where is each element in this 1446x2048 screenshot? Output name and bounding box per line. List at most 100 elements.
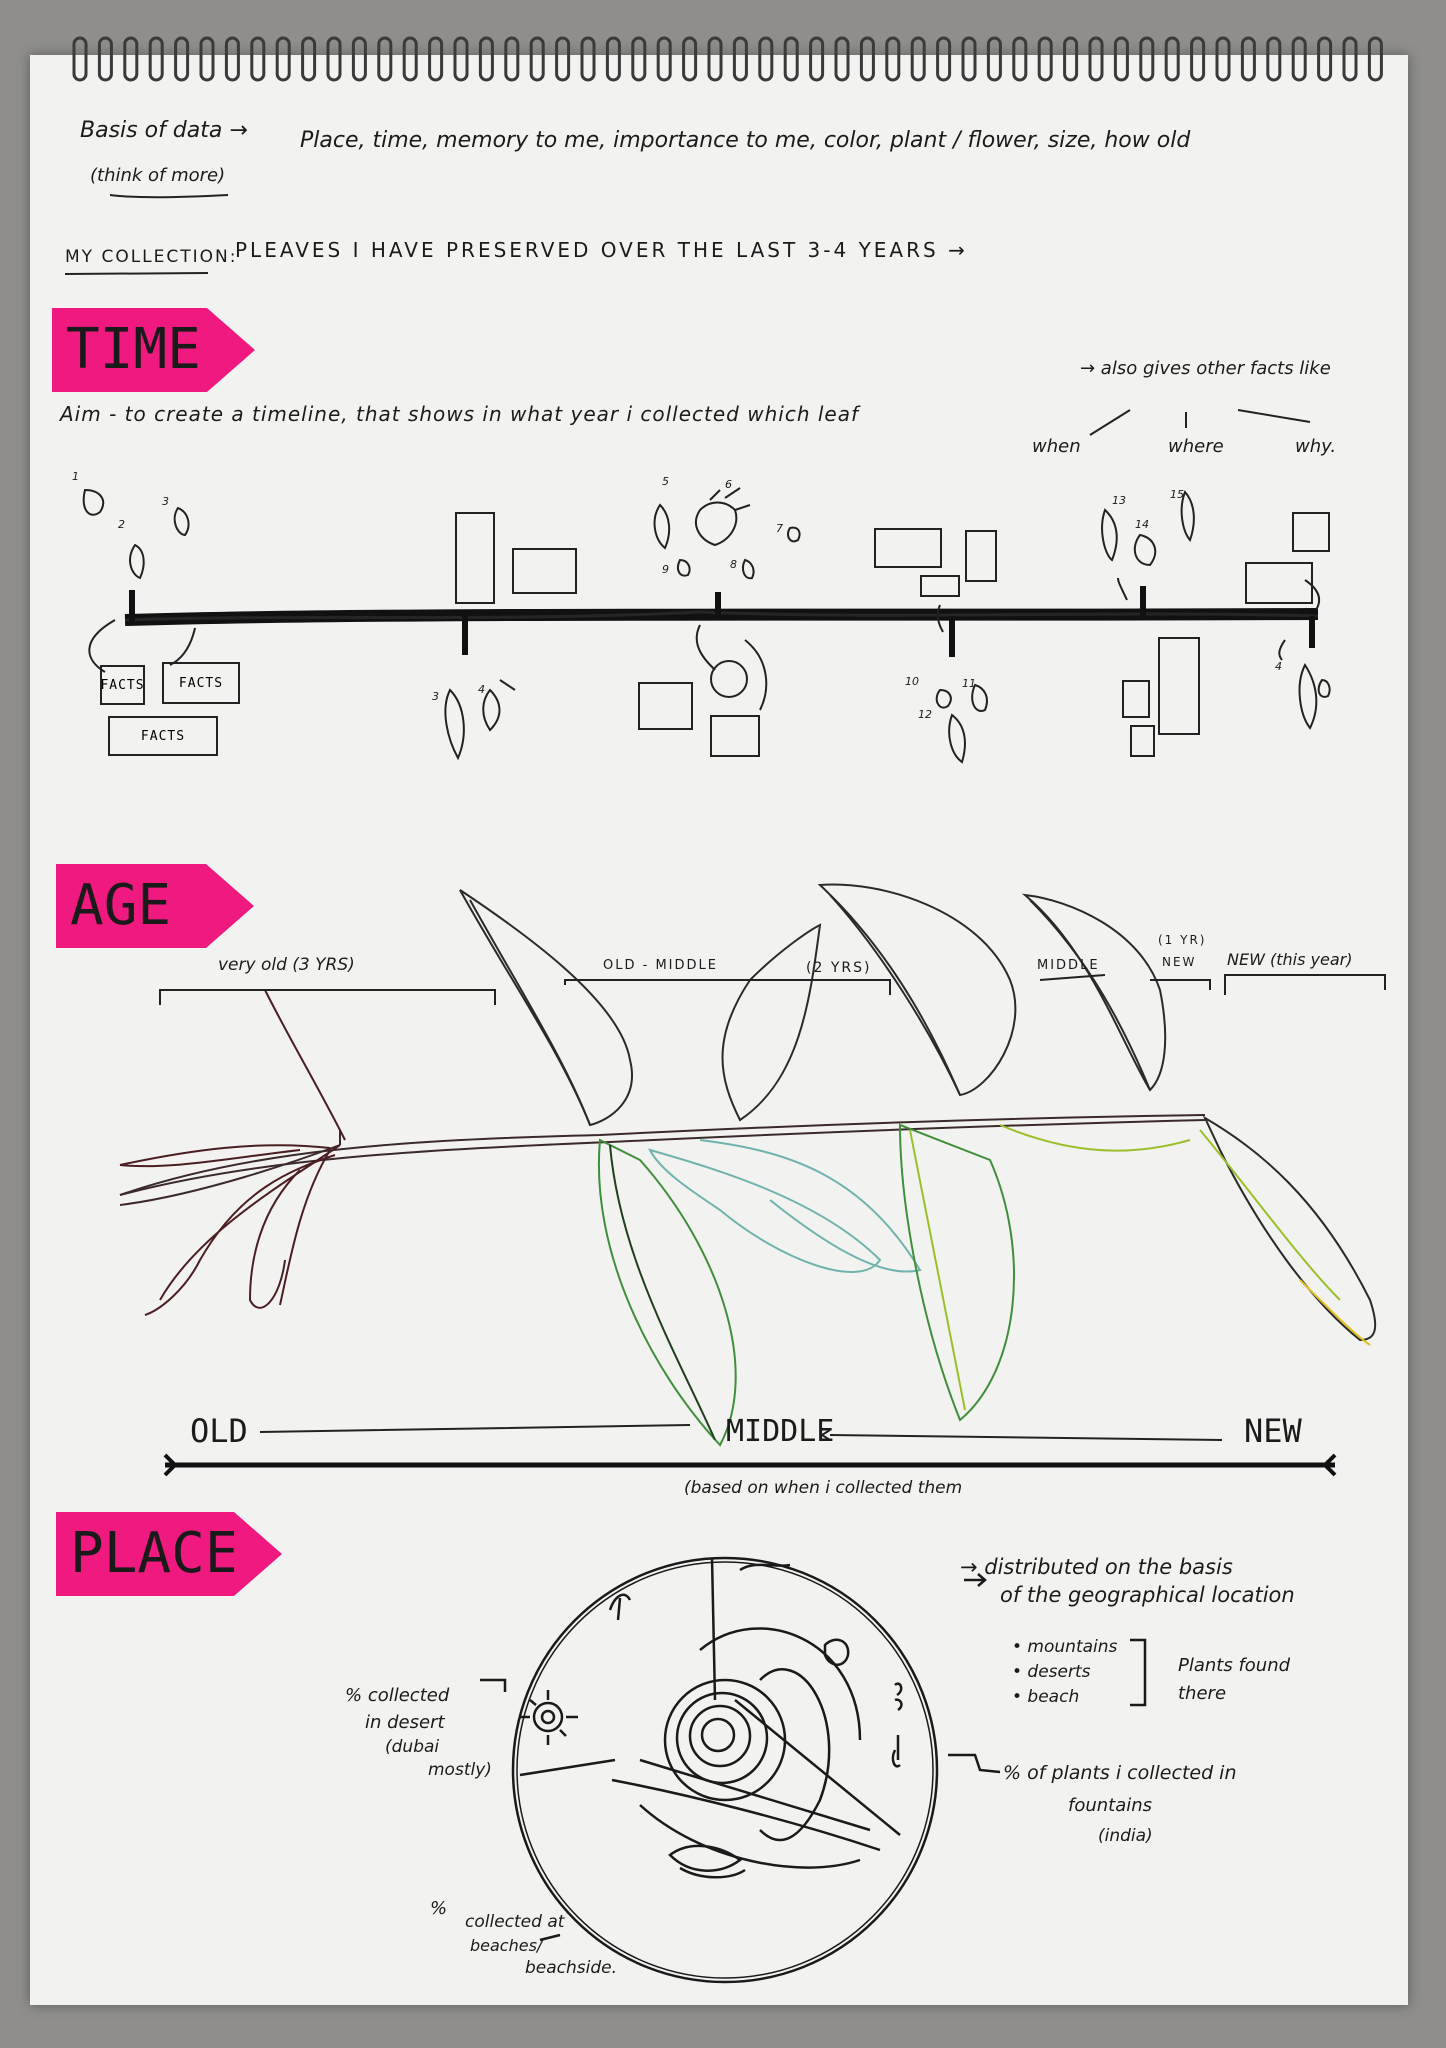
- age-scale-new: NEW: [1244, 1412, 1302, 1450]
- think-more-underline: [109, 194, 229, 199]
- facts-branches: [1089, 409, 1311, 436]
- basis-items: Place, time, memory to me, importance to…: [300, 128, 1191, 153]
- spiral-loop: [961, 36, 977, 82]
- spiral-loop: [1190, 36, 1206, 82]
- spiral-loop: [72, 36, 88, 82]
- fact-box: [874, 528, 942, 568]
- spiral-loop: [1240, 36, 1256, 82]
- spiral-loop: [1012, 36, 1028, 82]
- leaf-number: 5: [662, 475, 669, 488]
- spiral-loop: [1139, 36, 1155, 82]
- place-right-note: % of plants i collected in: [1003, 1762, 1237, 1784]
- spiral-loop: [326, 36, 342, 82]
- leaf-number: 13: [1112, 494, 1126, 507]
- place-list-item: • deserts: [1012, 1662, 1091, 1682]
- place-desc: → distributed on the basis: [960, 1555, 1233, 1579]
- age-bracket-label: (2 YRS): [806, 960, 872, 976]
- spiral-binding: [72, 36, 1383, 82]
- spiral-loop: [199, 36, 215, 82]
- leaf-number: 3: [162, 495, 169, 508]
- facts-box: FACTS: [162, 662, 240, 704]
- time-branch-why: why.: [1295, 436, 1337, 457]
- place-desc: of the geographical location: [1000, 1583, 1295, 1607]
- spiral-loop: [275, 36, 291, 82]
- spiral-loop: [250, 36, 266, 82]
- age-bracket-label: (1 YR): [1158, 933, 1207, 947]
- collection-text: PLEAVES I HAVE PRESERVED OVER THE LAST 3…: [235, 238, 968, 262]
- spiral-loop: [1266, 36, 1282, 82]
- leaf-number: 10: [905, 675, 919, 688]
- place-list-note: there: [1178, 1683, 1227, 1704]
- spiral-loop: [428, 36, 444, 82]
- spiral-loop: [809, 36, 825, 82]
- leaf-number: 1: [72, 470, 79, 483]
- leaf-number: 8: [730, 558, 737, 571]
- spiral-loop: [1317, 36, 1333, 82]
- leaf-number: 12: [918, 708, 932, 721]
- spiral-loop: [986, 36, 1002, 82]
- spiral-loop: [682, 36, 698, 82]
- fact-box: [965, 530, 997, 582]
- spiral-loop: [707, 36, 723, 82]
- place-left-note: % collected: [345, 1685, 450, 1706]
- spiral-loop: [580, 36, 596, 82]
- spiral-loop: [402, 36, 418, 82]
- fact-box: [512, 548, 577, 594]
- basis-label: Basis of data →: [80, 118, 248, 143]
- age-branch-drawing: [119, 883, 1386, 1477]
- place-right-note: (india): [1098, 1826, 1153, 1846]
- place-bottom-note: beachside.: [525, 1958, 618, 1978]
- spiral-loop: [97, 36, 113, 82]
- timeline: [88, 577, 1321, 711]
- fact-box: [710, 660, 748, 698]
- place-bottom-note: %: [430, 1898, 448, 1919]
- spiral-loop: [1342, 36, 1358, 82]
- place-right-note: fountains: [1068, 1795, 1153, 1816]
- fact-box: [920, 575, 960, 597]
- facts-box: FACTS: [100, 665, 145, 705]
- leaf-number: 9: [662, 563, 669, 576]
- spiral-loop: [555, 36, 571, 82]
- fact-box: [638, 682, 693, 730]
- spiral-loop: [1291, 36, 1307, 82]
- place-bottom-note: collected at: [465, 1912, 565, 1932]
- age-scale-old: OLD: [190, 1412, 248, 1450]
- leaf-number: 4: [478, 683, 485, 696]
- spiral-loop: [631, 36, 647, 82]
- leaf-number: 11: [962, 677, 976, 690]
- spiral-loop: [224, 36, 240, 82]
- spiral-loop: [453, 36, 469, 82]
- place-list-item: • beach: [1012, 1687, 1080, 1707]
- time-branch-when: when: [1032, 436, 1081, 457]
- age-bracket-label: NEW (this year): [1227, 950, 1353, 969]
- age-tag: AGE: [56, 864, 254, 948]
- spiral-loop: [529, 36, 545, 82]
- leaf-number: 14: [1135, 518, 1149, 531]
- spiral-loop: [301, 36, 317, 82]
- place-bottom-note: beaches/: [470, 1936, 543, 1955]
- age-bracket-label: OLD - MIDDLE: [603, 958, 718, 973]
- place-list-note: Plants found: [1178, 1655, 1291, 1676]
- leaf-number: 7: [776, 522, 783, 535]
- spiral-loop: [732, 36, 748, 82]
- place-tag: PLACE: [56, 1512, 282, 1596]
- spiral-loop: [910, 36, 926, 82]
- leaf-number: 6: [725, 478, 732, 491]
- fact-box: [710, 715, 760, 757]
- spiral-loop: [478, 36, 494, 82]
- collection-label: MY COLLECTION:: [65, 247, 238, 267]
- spiral-loop: [148, 36, 164, 82]
- spiral-loop: [504, 36, 520, 82]
- spiral-loop: [885, 36, 901, 82]
- fact-box: [1245, 562, 1313, 604]
- fact-box: [455, 512, 495, 604]
- spiral-loop: [1063, 36, 1079, 82]
- time-branch-where: where: [1168, 436, 1224, 457]
- spiral-loop: [351, 36, 367, 82]
- spiral-loop: [1215, 36, 1231, 82]
- spiral-loop: [834, 36, 850, 82]
- think-more-note: (think of more): [90, 165, 226, 186]
- age-bracket-label: NEW: [1162, 955, 1197, 969]
- place-left-note: in desert: [365, 1712, 445, 1733]
- spiral-loop: [1088, 36, 1104, 82]
